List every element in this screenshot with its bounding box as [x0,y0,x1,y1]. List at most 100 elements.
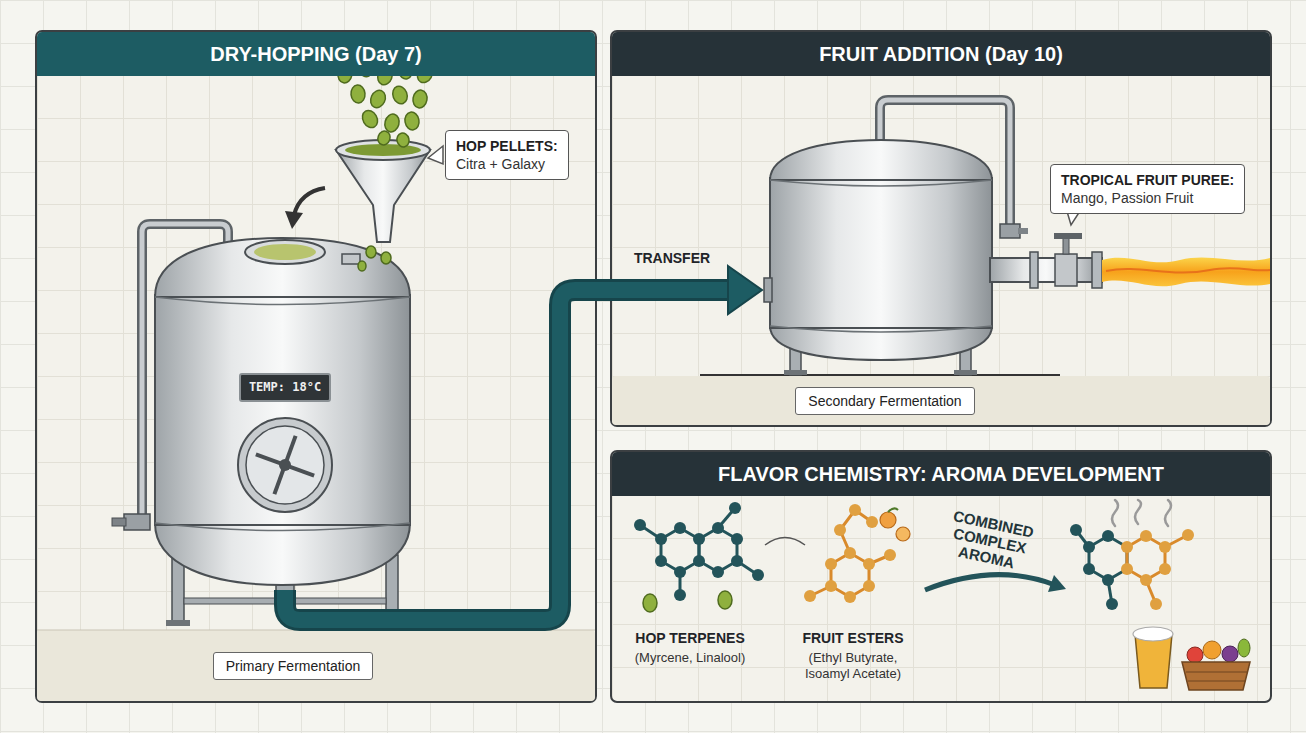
pour-arrow [294,188,325,215]
primary-tank [155,297,410,305]
flow-label: TRANSFER [634,250,710,267]
terpene-molecule [655,555,667,567]
hop-pellets [355,57,375,79]
hop-pellets [337,34,436,271]
callout-title: TROPICAL FRUIT PUREE: [1061,171,1234,189]
fruit-basket [1182,639,1250,690]
combined-molecule [1140,574,1152,586]
primary-tank [254,244,316,260]
hop-funnel [336,150,430,242]
ester-molecule [866,516,878,528]
ester-molecule [831,553,869,597]
pour-arrow [285,211,303,229]
hop-pellets [384,45,401,65]
ester-molecule [804,504,896,603]
secondary-tank [1030,252,1038,288]
callout-box: TROPICAL FRUIT PUREE:Mango, Passion Frui… [1050,164,1245,214]
molecule-label: HOP TERPENES [635,630,744,647]
terpene-molecule [693,533,705,545]
combined-molecule [1159,541,1171,553]
temp-display: TEMP: 18°C [239,373,331,402]
secondary-tank [764,100,1102,375]
molecule-note: (Myrcene, Linalool) [635,650,746,666]
terpene-molecule [693,555,705,567]
hop-pellets [396,59,414,80]
terpene-molecule [729,502,741,514]
panel-header: FLAVOR CHEMISTRY: AROMA DEVELOPMENT [612,452,1270,496]
combine-arrow [925,575,1066,592]
ester-molecule [863,580,875,592]
combined-molecule [1070,524,1194,610]
ester-molecule [884,549,896,561]
fruit-basket [1186,672,1247,673]
fruit-basket [1222,646,1238,662]
stage-tag: Primary Fermentation [213,652,374,680]
primary-tank [155,523,410,531]
transfer-pipe [285,266,762,620]
ester-molecule [825,580,837,592]
primary-tank [238,418,332,512]
puree-stream [1102,257,1270,286]
secondary-tank [770,326,992,332]
secondary-tank [1063,238,1069,254]
hop-pellets [376,129,392,146]
ground-band [612,376,1270,425]
molecule-note: (Ethyl Butyrate, Isoamyl Acetate) [788,650,918,682]
secondary-tank [770,180,992,186]
terpene-molecule [655,533,667,545]
primary-tank [155,295,410,525]
panel-header: FRUIT ADDITION (Day 10) [612,32,1270,76]
pour-arrow [285,188,325,229]
terpene-molecule [731,555,743,567]
combined-molecule [1083,541,1095,553]
hop-pellets [381,252,391,264]
stage-tag: Secondary Fermentation [795,387,974,415]
secondary-tank [1018,228,1028,234]
primary-tank [155,238,410,297]
secondary-tank [990,258,1102,282]
primary-tank [245,425,324,504]
panel-header: DRY-HOPPING (Day 7) [37,32,595,76]
ground-band [700,374,1060,376]
aroma-steam [1112,500,1171,526]
secondary-tank [770,140,992,180]
callout-body: Mango, Passion Fruit [1061,189,1234,207]
primary-tank [155,523,410,585]
hop-pellets [368,88,388,110]
secondary-tank [954,370,977,375]
ester-molecule [844,591,856,603]
terpene-molecule [643,594,657,612]
ester-molecule [825,558,837,570]
hop-pellets [383,112,401,133]
combined-molecule [1102,530,1114,542]
aroma-steam [1112,500,1118,526]
combine-arrow [1048,575,1066,592]
hop-pellets [363,34,381,55]
ester-molecule [834,524,846,536]
primary-tank [342,254,360,264]
combined-molecule [1159,563,1171,575]
primary-tank [166,620,190,626]
process-label: COMBINED COMPLEX AROMA [926,503,1054,578]
secondary-tank [1092,252,1102,288]
beer-glass [1133,627,1173,641]
combined-molecule [1182,529,1194,541]
secondary-tank [764,278,772,302]
hop-pellets [395,132,410,149]
fruit-basket [1238,639,1250,657]
hop-pellets [414,63,435,86]
primary-tank [112,518,126,526]
terpene-molecule [765,538,805,546]
terpene-molecule [661,528,699,572]
puree-stream [1102,257,1270,286]
primary-tank [279,459,291,471]
puree-stream [1106,268,1270,272]
ester-molecule [804,590,816,602]
hop-pellets [350,84,366,103]
terpene-molecule [634,502,764,601]
combined-molecule [1121,563,1133,575]
terpene-molecule [674,589,686,601]
terpene-molecule [699,528,737,572]
